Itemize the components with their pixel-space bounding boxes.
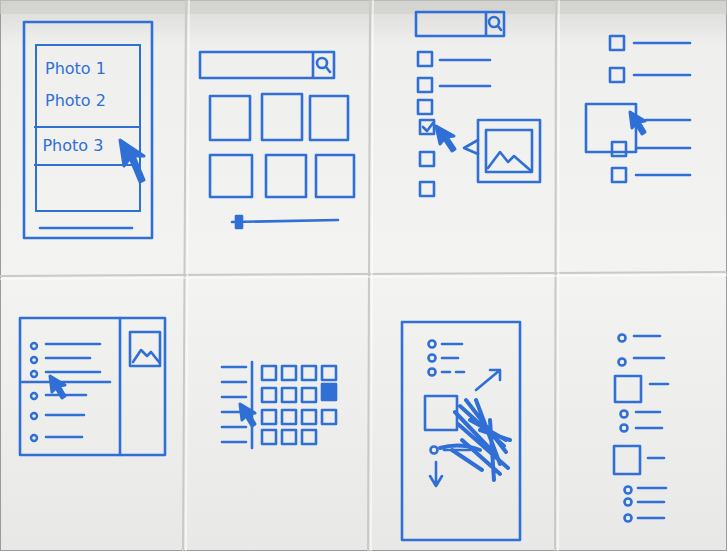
photo-label: Photo 2 bbox=[45, 92, 106, 110]
selected-row: Photo 3 bbox=[34, 126, 140, 166]
photo-list: Photo 1 Photo 2 Photo 3 bbox=[35, 44, 141, 212]
photo-label: Photo 3 bbox=[42, 137, 103, 155]
photo-label: Photo 1 bbox=[45, 60, 106, 78]
